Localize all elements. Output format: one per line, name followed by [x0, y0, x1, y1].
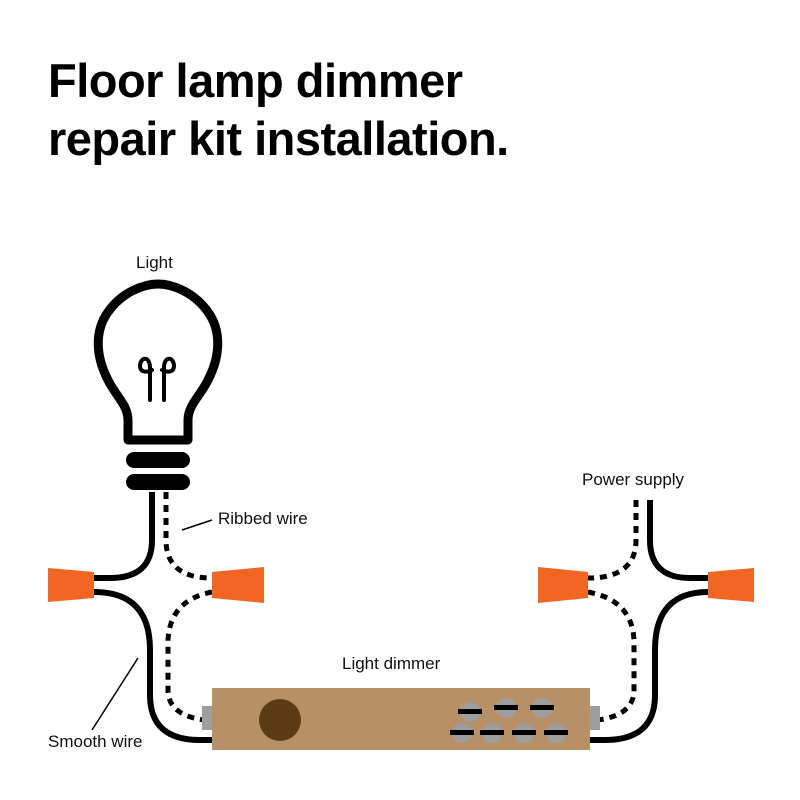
label-power-supply: Power supply	[582, 470, 685, 489]
smooth-wire-left-upper	[94, 492, 155, 581]
dimmer-terminal-right	[588, 706, 600, 730]
label-light-dimmer: Light dimmer	[342, 654, 441, 673]
wire-nut-right-inner	[538, 567, 588, 603]
smooth-wire-right-upper	[647, 500, 708, 581]
bulb-glass	[93, 279, 223, 445]
dimmer-terminal-left	[202, 706, 214, 730]
title-line-1: Floor lamp dimmer	[48, 54, 463, 107]
label-light: Light	[136, 253, 173, 272]
wire-nut-left-outer	[48, 568, 94, 602]
light-dimmer	[202, 688, 600, 750]
terminal-screw	[512, 723, 536, 743]
terminal-screw	[544, 723, 568, 743]
ribbed-wire-left-upper	[163, 492, 213, 581]
label-smooth-wire: Smooth wire	[48, 732, 142, 751]
smooth-wire-pointer	[91, 657, 139, 731]
terminal-screw	[450, 723, 474, 743]
smooth-wire-left-lower	[93, 589, 214, 743]
terminal-screw	[494, 698, 518, 718]
terminal-screw	[530, 698, 554, 718]
terminal-screw	[458, 702, 482, 722]
light-bulb	[93, 279, 223, 490]
ribbed-wire-pointer	[181, 519, 213, 531]
title-line-2: repair kit installation.	[48, 112, 509, 165]
dimmer-knob	[259, 699, 301, 741]
ribbed-wire-left-lower	[165, 589, 213, 723]
wire-nut-left-inner	[212, 567, 264, 603]
smooth-wire-right-lower	[590, 589, 709, 743]
bulb-base-ring-2	[126, 474, 190, 490]
terminal-screw	[480, 723, 504, 743]
wire-nut-right-outer	[708, 568, 754, 602]
bulb-filament	[137, 356, 177, 402]
ribbed-wire-right-lower	[587, 589, 637, 723]
label-ribbed-wire: Ribbed wire	[218, 509, 308, 528]
bulb-base-ring-1	[126, 452, 190, 468]
ribbed-wire-right-upper	[587, 500, 639, 581]
